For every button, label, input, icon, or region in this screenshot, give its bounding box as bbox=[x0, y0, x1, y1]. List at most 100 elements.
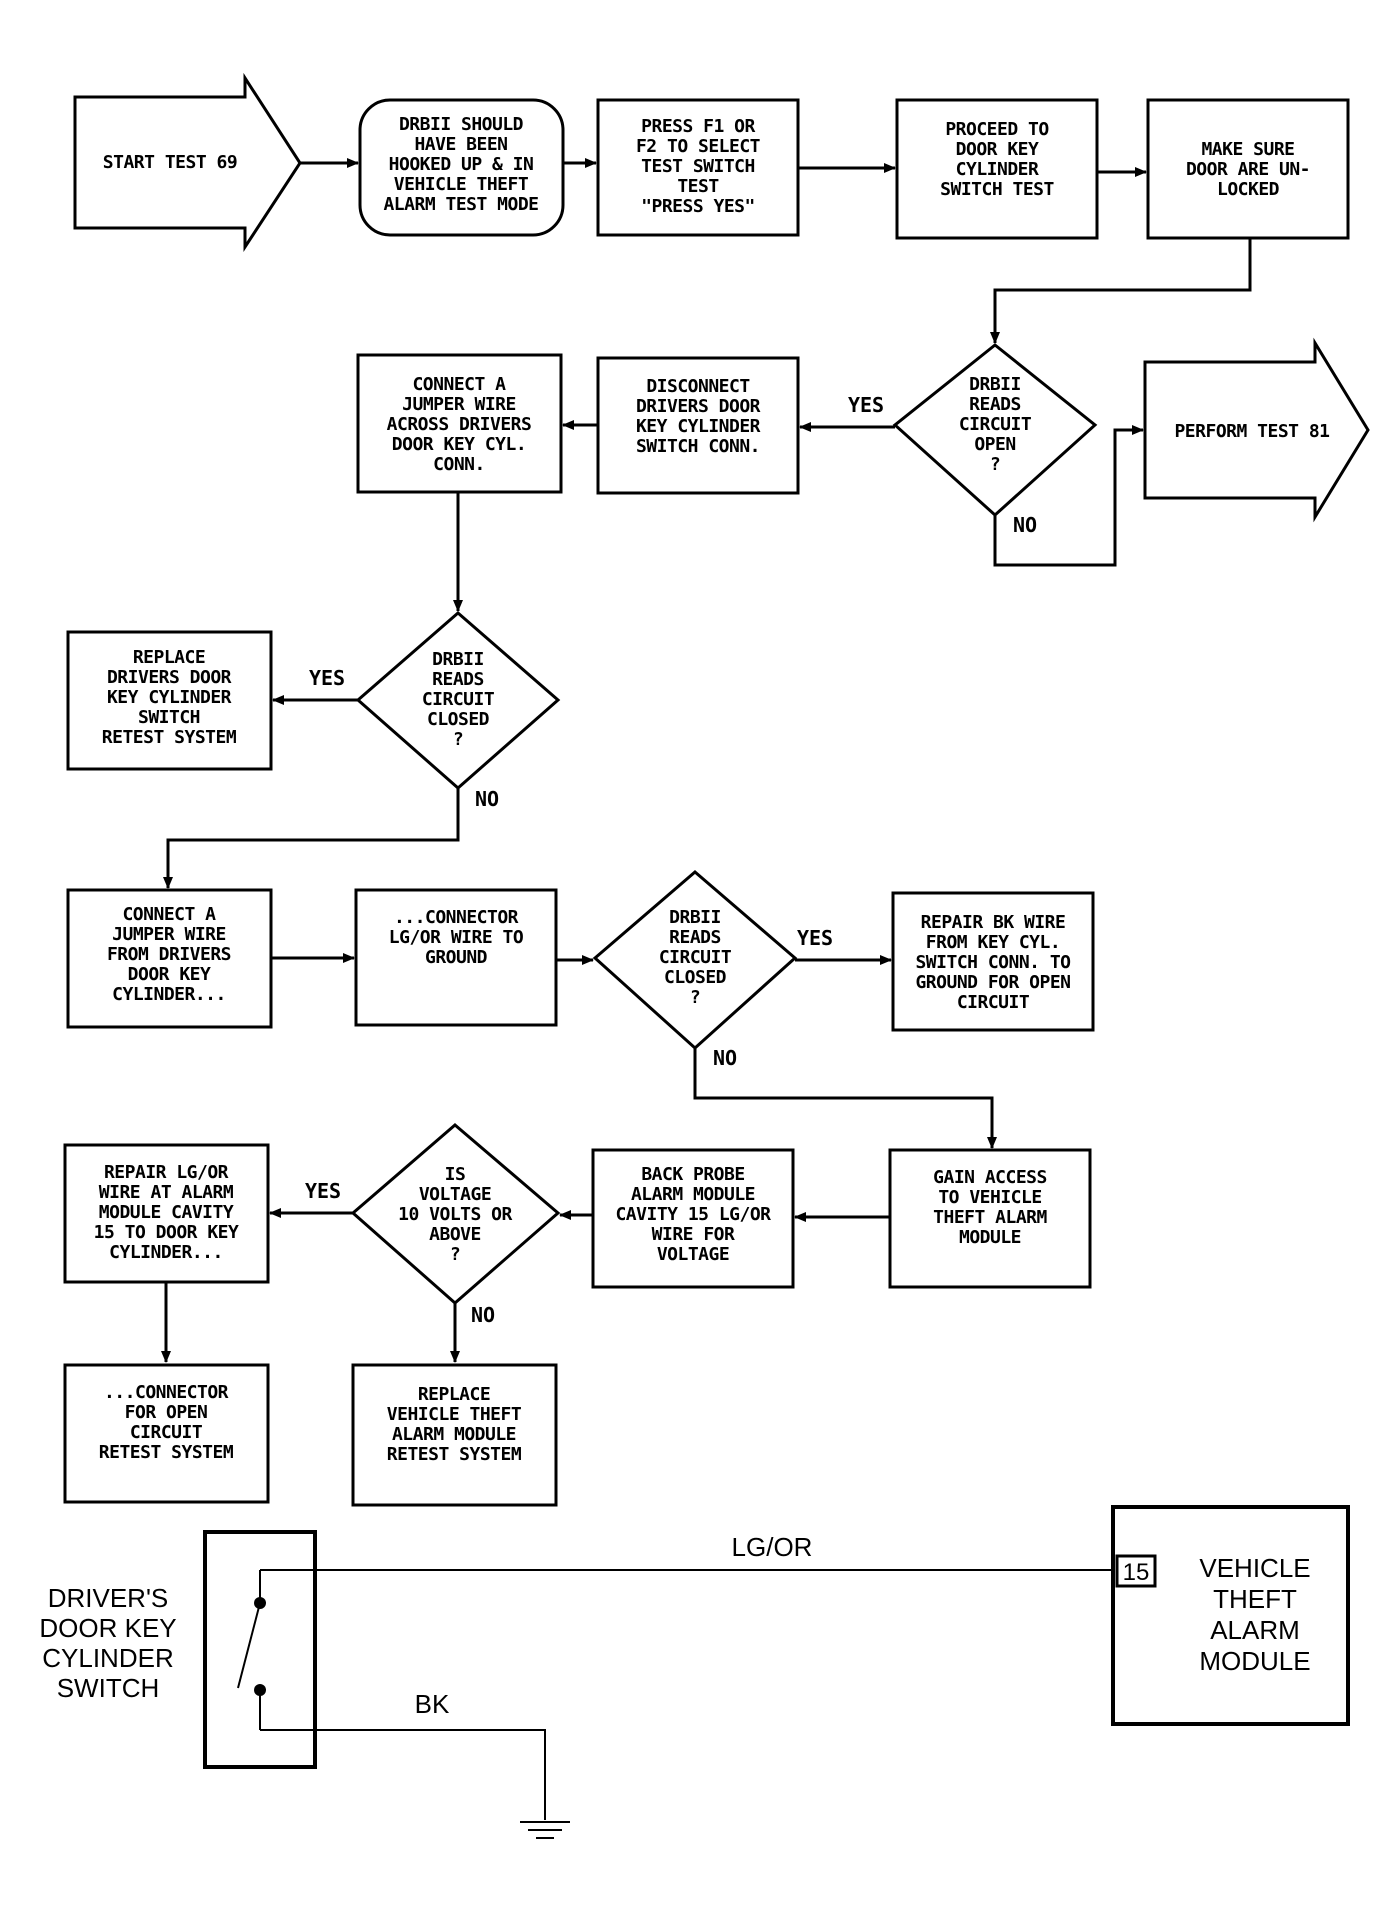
text-line: PRESS F1 OR bbox=[641, 116, 755, 137]
no-label-open: NO bbox=[1013, 513, 1037, 537]
text-line: PROCEED TO bbox=[945, 119, 1049, 140]
text-line: MODULE CAVITY bbox=[99, 1202, 234, 1223]
text-line: ALARM bbox=[1210, 1615, 1300, 1645]
row5-connectors: YES NO bbox=[161, 1179, 890, 1363]
row4-connectors: YES NO bbox=[271, 926, 997, 1149]
text-line: REPLACE bbox=[418, 1384, 490, 1405]
text-line: GAIN ACCESS bbox=[933, 1167, 1047, 1188]
text-line: THEFT ALARM bbox=[933, 1207, 1047, 1228]
text-line: SWITCH CONN. TO bbox=[915, 952, 1071, 973]
text-line: CONN. bbox=[433, 454, 485, 475]
row3-connectors: YES NO bbox=[163, 666, 499, 889]
text-line: CIRCUIT bbox=[957, 992, 1030, 1013]
text-line: CONNECT A bbox=[122, 904, 216, 925]
text-line: CAVITY 15 LG/OR bbox=[615, 1204, 771, 1225]
text-line: ALARM TEST MODE bbox=[383, 194, 538, 215]
text-line: VOLTAGE bbox=[657, 1244, 729, 1265]
text-line: "PRESS YES" bbox=[641, 196, 755, 217]
cavity-15-box bbox=[1115, 1554, 1157, 1588]
text-line: FROM DRIVERS bbox=[107, 944, 231, 965]
text-line: VOLTAGE bbox=[419, 1184, 491, 1205]
row1-connectors bbox=[300, 158, 1252, 344]
text-line: JUMPER WIRE bbox=[112, 924, 226, 945]
text-line: ...CONNECTOR bbox=[394, 907, 519, 928]
text-line: READS bbox=[669, 927, 721, 948]
text-line: DOOR KEY bbox=[39, 1613, 176, 1643]
text-line: 10 VOLTS OR bbox=[398, 1204, 512, 1225]
text-line: DRBII bbox=[969, 374, 1021, 395]
text-line: CLOSED bbox=[664, 967, 727, 988]
text-line: REPAIR LG/OR bbox=[104, 1162, 229, 1183]
text-line: ? bbox=[453, 729, 463, 750]
text-line: MAKE SURE bbox=[1201, 139, 1294, 160]
bk-wire-label: BK bbox=[415, 1689, 450, 1719]
yes-label-closed-2: YES bbox=[797, 926, 833, 950]
text-line: DRIVER'S bbox=[48, 1583, 169, 1613]
text-line: DISCONNECT bbox=[646, 376, 750, 397]
text-line: PERFORM TEST 81 bbox=[1174, 421, 1329, 442]
bk-wire bbox=[260, 1729, 546, 1820]
yes-label-voltage: YES bbox=[305, 1179, 341, 1203]
text-line: ALARM MODULE bbox=[631, 1184, 755, 1205]
text-line: ...CONNECTOR bbox=[104, 1382, 229, 1403]
ground-symbol bbox=[520, 1821, 570, 1839]
text-line: MODULE bbox=[959, 1227, 1021, 1248]
text-line: START TEST 69 bbox=[103, 152, 237, 173]
text-line: HOOKED UP & IN bbox=[389, 154, 534, 175]
text-line: LG/OR WIRE TO bbox=[389, 927, 524, 948]
text-line: LOCKED bbox=[1217, 179, 1280, 200]
text-line: CYLINDER bbox=[956, 159, 1039, 180]
text-line: DOOR KEY CYL. bbox=[392, 434, 526, 455]
text-line: OPEN bbox=[974, 434, 1015, 455]
text-line: MODULE bbox=[1199, 1646, 1310, 1676]
text-line: CYLINDER... bbox=[109, 1242, 223, 1263]
text-line: DRBII bbox=[669, 907, 721, 928]
text-line: RETEST SYSTEM bbox=[387, 1444, 522, 1465]
text-line: CLOSED bbox=[427, 709, 490, 730]
no-label-closed-2: NO bbox=[713, 1046, 737, 1070]
text-line: REPLACE bbox=[133, 647, 205, 668]
text-line: DRBII bbox=[432, 649, 484, 670]
text-line: 15 TO DOOR KEY bbox=[94, 1222, 239, 1243]
text-line: TO VEHICLE bbox=[938, 1187, 1041, 1208]
text-line: DRBII SHOULD bbox=[399, 114, 524, 135]
text-line: READS bbox=[432, 669, 484, 690]
text-line: F2 TO SELECT bbox=[636, 136, 761, 157]
text-line: IS bbox=[445, 1164, 466, 1185]
text-line: BACK PROBE bbox=[641, 1164, 744, 1185]
text-line: GROUND bbox=[425, 947, 488, 968]
text-line: ABOVE bbox=[429, 1224, 481, 1245]
text-line: RETEST SYSTEM bbox=[99, 1442, 234, 1463]
vehicle-theft-alarm-module bbox=[1111, 1505, 1350, 1726]
text-line: CONNECT A bbox=[412, 374, 506, 395]
text-line: VEHICLE THEFT bbox=[387, 1404, 522, 1425]
text-line: SWITCH bbox=[57, 1673, 160, 1703]
perform-test-arrow: PERFORM TEST 81 bbox=[1143, 337, 1370, 523]
